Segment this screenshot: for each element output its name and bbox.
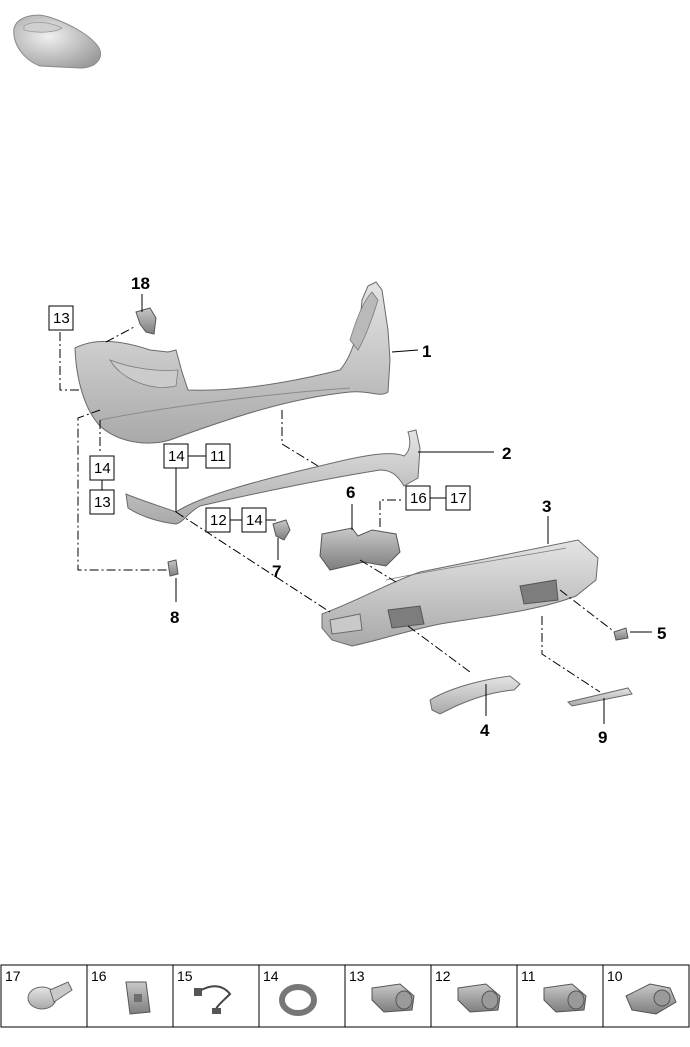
clip-8[interactable] xyxy=(167,559,179,577)
ref-box-12: 12 xyxy=(205,507,231,533)
parking-sensor-icon xyxy=(625,983,677,1015)
ref-box-14-lower: 14 xyxy=(241,507,267,533)
svg-text:13: 13 xyxy=(349,968,365,984)
parking-sensor-icon xyxy=(371,983,415,1013)
callout-8: 8 xyxy=(170,608,179,627)
strip-cell-15[interactable]: 15 xyxy=(177,968,232,1014)
callout-1: 1 xyxy=(422,342,431,361)
clip-nut-icon xyxy=(125,981,151,1015)
svg-text:12: 12 xyxy=(210,512,227,529)
callout-7: 7 xyxy=(272,562,281,581)
strip-cell-13[interactable]: 13 xyxy=(349,968,415,1013)
svg-text:15: 15 xyxy=(177,968,193,984)
strip-cell-17[interactable]: 17 xyxy=(5,968,73,1010)
mounting-bracket-18[interactable] xyxy=(135,307,157,335)
callout-4: 4 xyxy=(480,721,490,740)
svg-text:16: 16 xyxy=(410,490,427,507)
svg-text:11: 11 xyxy=(521,968,536,984)
leader-lines xyxy=(141,294,652,724)
strip-cell-16[interactable]: 16 xyxy=(91,968,151,1015)
ref-box-13-top: 13 xyxy=(48,305,74,331)
callout-6: 6 xyxy=(346,483,355,502)
svg-text:10: 10 xyxy=(607,968,623,984)
trim-piece-4[interactable] xyxy=(429,675,521,715)
svg-text:16: 16 xyxy=(91,968,107,984)
rear-bumper-cover[interactable] xyxy=(74,281,391,444)
svg-text:17: 17 xyxy=(450,490,467,507)
screw-icon xyxy=(27,981,73,1010)
ref-box-14-left: 14 xyxy=(89,455,115,481)
svg-text:12: 12 xyxy=(435,968,451,984)
ref-box-13-left: 13 xyxy=(89,489,115,515)
strip-cell-14[interactable]: 14 xyxy=(263,968,317,1016)
bracket-6[interactable] xyxy=(319,527,401,571)
parking-sensor-icon xyxy=(457,983,501,1013)
callout-18: 18 xyxy=(131,274,150,293)
callout-3: 3 xyxy=(542,497,551,516)
strip-cell-10[interactable]: 10 xyxy=(607,968,677,1015)
strip-cell-11[interactable]: 11 xyxy=(521,968,587,1013)
ref-box-17: 17 xyxy=(445,485,471,511)
trim-strip-9[interactable] xyxy=(567,687,633,707)
ref-box-11-mid: 11 xyxy=(205,443,231,469)
rear-diffuser[interactable] xyxy=(321,539,599,647)
svg-text:14: 14 xyxy=(246,512,263,529)
svg-text:14: 14 xyxy=(168,448,185,465)
ref-box-16: 16 xyxy=(405,485,431,511)
svg-text:11: 11 xyxy=(210,448,226,465)
svg-text:13: 13 xyxy=(94,494,111,511)
vehicle-silhouette-icon xyxy=(13,14,101,69)
parking-sensor-icon xyxy=(543,983,587,1013)
svg-text:13: 13 xyxy=(53,310,70,327)
svg-text:14: 14 xyxy=(263,968,279,984)
callout-2: 2 xyxy=(502,444,511,463)
clip-7[interactable] xyxy=(272,519,291,541)
cover-cap-5[interactable] xyxy=(613,627,629,641)
callout-5: 5 xyxy=(657,624,666,643)
strip-cell-12[interactable]: 12 xyxy=(435,968,501,1013)
svg-text:14: 14 xyxy=(94,460,111,477)
sensor-ring-icon xyxy=(279,984,317,1016)
svg-text:17: 17 xyxy=(5,968,21,984)
lower-trim-strip[interactable] xyxy=(125,429,421,525)
ref-box-14-mid: 14 xyxy=(163,443,189,469)
callout-9: 9 xyxy=(598,728,607,747)
wiring-harness-icon xyxy=(194,985,232,1014)
assembly-lines xyxy=(59,325,613,693)
